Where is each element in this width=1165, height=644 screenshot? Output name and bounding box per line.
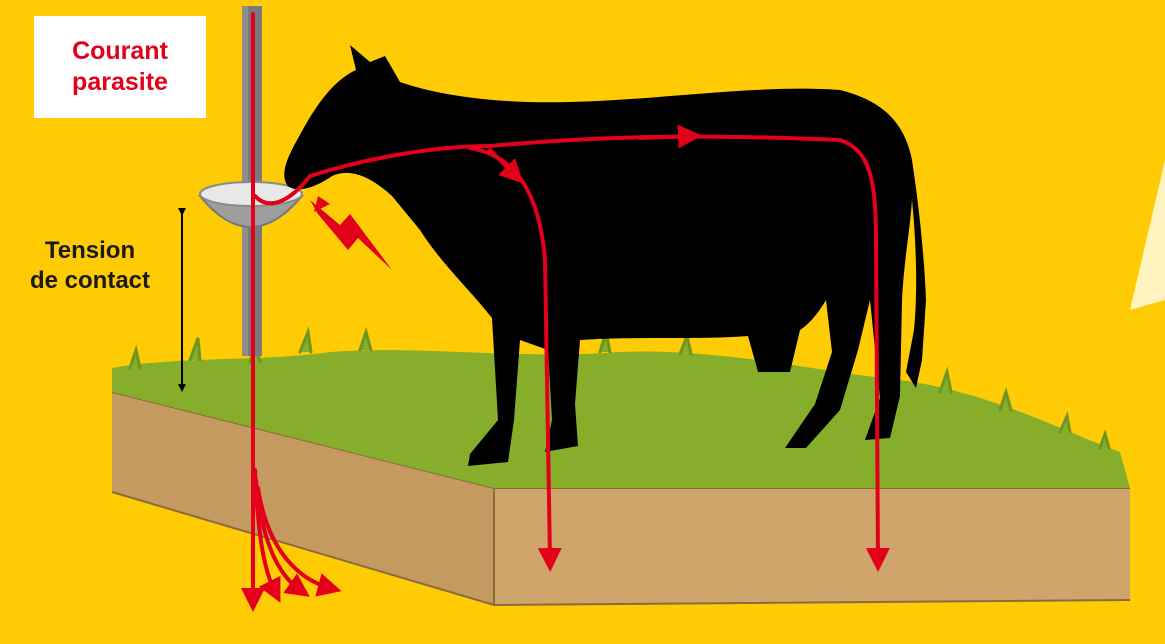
contact-voltage-label: Tension de contact <box>10 236 170 296</box>
current-path-back-arrow <box>638 124 702 149</box>
current-path-mid-arrow <box>488 148 524 184</box>
stray-current-label-line1: Courant <box>72 37 168 65</box>
stray-current-label: Courant parasite <box>34 16 206 118</box>
soil-block <box>111 391 1131 607</box>
current-path-back <box>488 134 890 572</box>
speech-bubble-fragment <box>1130 160 1165 310</box>
current-paths <box>241 12 890 612</box>
current-path-mouth <box>253 144 492 206</box>
current-path-ground-3 <box>256 486 342 597</box>
current-path-front-leg <box>468 146 562 572</box>
stray-current-label-line2: parasite <box>72 68 168 96</box>
lightning-bolt-icon <box>310 196 392 270</box>
contact-voltage-label-line2: de contact <box>29 267 151 294</box>
contact-voltage-label-line1: Tension <box>44 237 136 264</box>
